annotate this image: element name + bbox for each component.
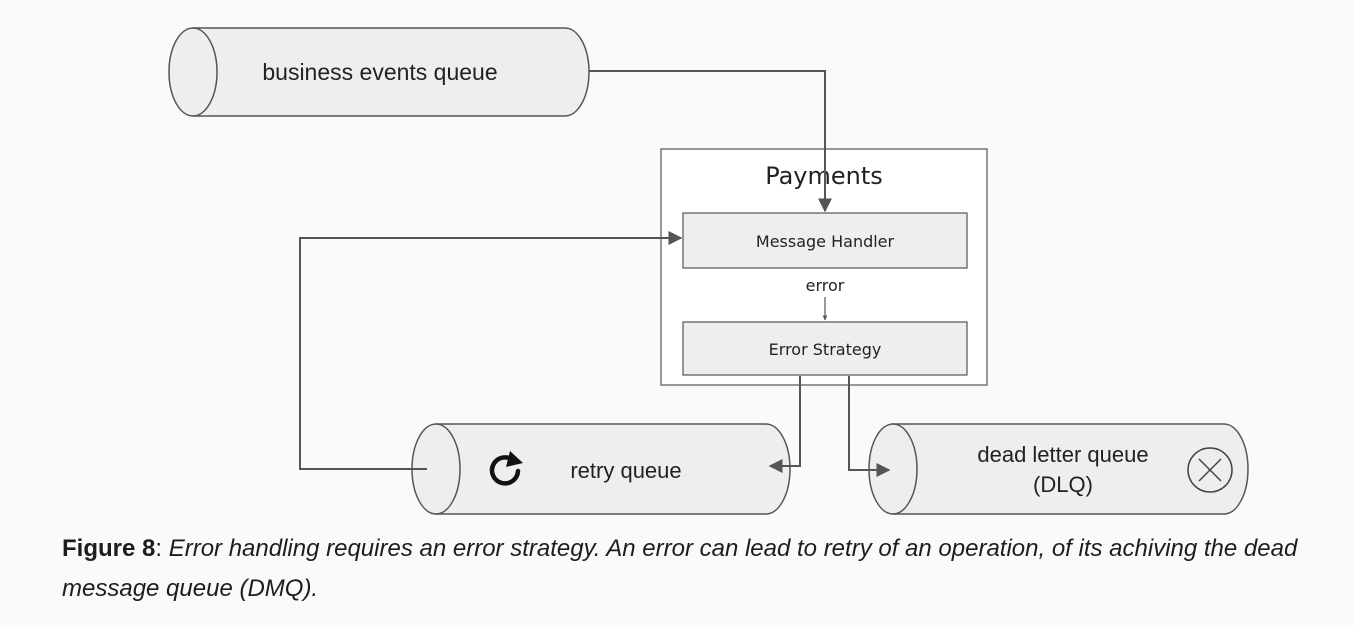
error-strategy-to-retry-arrow (768, 376, 801, 473)
business-events-to-handler-arrow (589, 70, 832, 213)
figure-label-separator: : (155, 535, 169, 562)
dead-letter-queue-body (868, 423, 1249, 515)
circle-x-icon (1187, 447, 1233, 493)
business-events-queue-label: business events queue (262, 59, 497, 85)
message-handler-box (682, 212, 968, 269)
retry-queue-label: retry queue (570, 458, 681, 483)
dead-letter-queue-label-line2: (DLQ) (1033, 472, 1093, 497)
retry-to-handler-arrow (299, 231, 683, 470)
retry-queue: retry queue (411, 423, 791, 515)
error-edge-label: error (806, 276, 845, 295)
retry-queue-cap (435, 423, 461, 515)
message-handler-label: Message Handler (756, 232, 895, 251)
error-handling-diagram: business events queue Payments Message H… (168, 27, 1249, 515)
figure-caption-text: Error handling requires an error strateg… (62, 535, 1298, 602)
business-events-queue-cap (192, 27, 218, 117)
dead-letter-queue-label-line1: dead letter queue (977, 442, 1148, 467)
refresh-icon (489, 451, 523, 486)
error-strategy-to-dlq-arrow (848, 376, 891, 477)
error-strategy-box (682, 321, 968, 376)
business-events-queue-body (168, 27, 590, 117)
figure-label: Figure 8 (62, 535, 156, 562)
payments-service: Payments Message Handler error Error Str… (660, 148, 988, 386)
error-strategy-label: Error Strategy (769, 340, 882, 359)
business-events-queue: business events queue (168, 27, 590, 117)
dead-letter-queue-cap (892, 423, 918, 515)
figure-caption: Figure 8: Error handling requires an err… (62, 529, 1332, 609)
dead-letter-queue: dead letter queue (DLQ) (868, 423, 1249, 515)
retry-queue-body (411, 423, 791, 515)
